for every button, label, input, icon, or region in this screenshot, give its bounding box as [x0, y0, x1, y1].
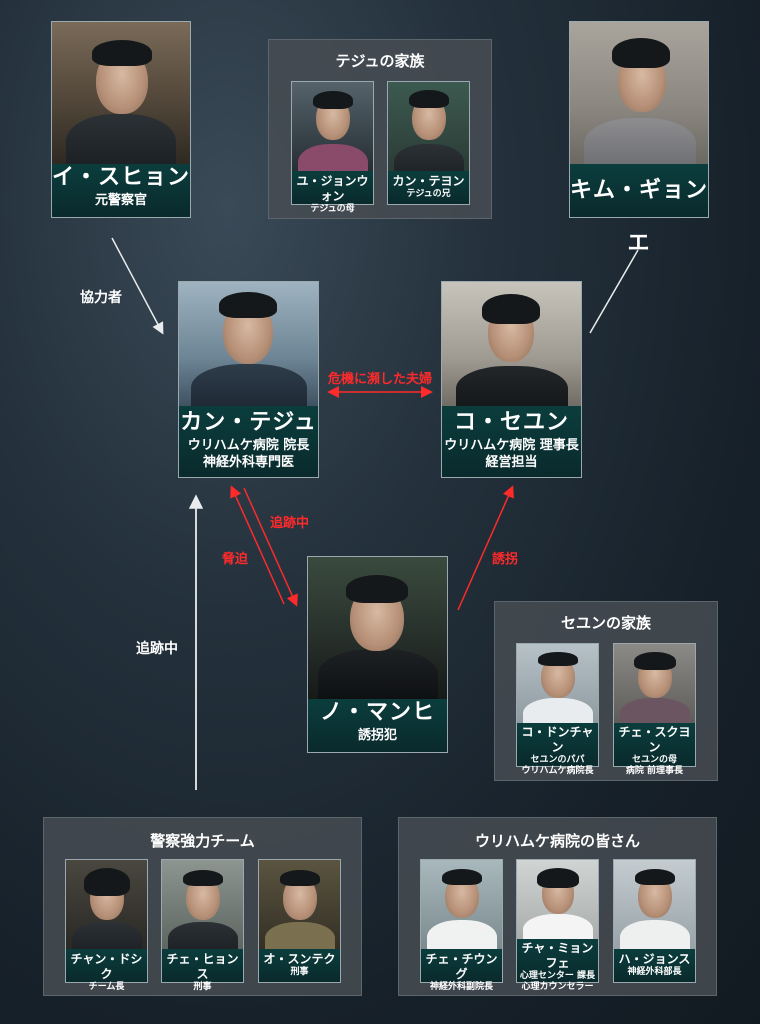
character-role-1: 心理センター 課長 [517, 971, 598, 982]
character-role-1: セユンのパパ [517, 755, 598, 766]
card-kang-teju: カン・テジュ ウリハムケ病院 院長 神経外科専門医 [178, 281, 319, 478]
portrait [308, 557, 447, 699]
card-jang-dosik: チャン・ドシク チーム長 [65, 859, 148, 983]
group-teju-family: テジュの家族 ユ・ジョンウォン テジュの母 カン・テヨン テジュの兄 [268, 39, 492, 219]
card-ha-jeongsu: ハ・ジョンス 神経外科部長 [613, 859, 696, 983]
character-role-2: 病院 前理事長 [614, 766, 695, 777]
character-role-1: ウリハムケ病院 理事長 [442, 437, 581, 454]
character-role: テジュの母 [292, 204, 373, 215]
group-title: ウリハムケ病院の皆さん [399, 830, 716, 851]
group-title: セユンの家族 [495, 612, 717, 633]
portrait [259, 860, 340, 950]
character-role: 元警察官 [52, 192, 190, 209]
group-police: 警察強力チーム チャン・ドシク チーム長 チェ・ヒョンス 刑事 オ・スンテ [43, 817, 362, 996]
group-title: テジュの家族 [269, 50, 491, 71]
character-role-2: ウリハムケ病院長 [517, 766, 598, 777]
character-name: チェ・スクヨン [614, 725, 695, 755]
group-title: 警察強力チーム [44, 830, 361, 851]
character-name: カン・テジュ [179, 409, 318, 437]
card-kang-teyon: カン・テヨン テジュの兄 [387, 81, 470, 205]
label-cooperator: 協力者 [80, 287, 122, 307]
nameplate: イ・スヒョン 元警察官 [52, 164, 190, 217]
portrait [162, 860, 243, 950]
character-name: チェ・ヒョンス [162, 952, 243, 982]
character-role: チーム長 [66, 982, 147, 993]
group-hospital: ウリハムケ病院の皆さん チェ・チウング 神経外科副院長 チャ・ミョンフェ 心理セ… [398, 817, 717, 996]
nameplate: チェ・チウング 神経外科副院長 [421, 949, 502, 982]
arrow-chasing-teju [244, 488, 296, 604]
character-name: チャ・ミョンフェ [517, 941, 598, 971]
portrait [388, 82, 469, 172]
portrait [292, 82, 373, 172]
nameplate: キム・ギョンエ [570, 164, 708, 217]
nameplate: チェ・ヒョンス 刑事 [162, 949, 243, 982]
card-yu-jeongwon: ユ・ジョンウォン テジュの母 [291, 81, 374, 205]
character-name: カン・テヨン [388, 174, 469, 189]
portrait [517, 644, 598, 724]
character-role-2: 神経外科専門医 [179, 454, 318, 471]
card-choe-hyeonsu: チェ・ヒョンス 刑事 [161, 859, 244, 983]
portrait [442, 282, 581, 408]
card-choe-chiung: チェ・チウング 神経外科副院長 [420, 859, 503, 983]
label-threat: 脅迫 [222, 548, 248, 567]
character-name: コ・ドンチャン [517, 725, 598, 755]
nameplate: カン・テヨン テジュの兄 [388, 171, 469, 204]
character-role: テジュの兄 [388, 189, 469, 200]
group-seyun-family: セユンの家族 コ・ドンチャン セユンのパパ ウリハムケ病院長 チェ・スクヨン セ… [494, 601, 718, 781]
character-role: 誘拐犯 [308, 727, 447, 744]
character-name: コ・セユン [442, 409, 581, 437]
card-no-manhi: ノ・マンヒ 誘拐犯 [307, 556, 448, 753]
card-o-suntaek: オ・スンテク 刑事 [258, 859, 341, 983]
label-couple: 危機に瀕した夫婦 [328, 368, 432, 387]
character-name: ユ・ジョンウォン [292, 174, 373, 204]
nameplate: コ・セユン ウリハムケ病院 理事長 経営担当 [442, 406, 581, 477]
arrow-cooperator [112, 238, 162, 332]
nameplate: コ・ドンチャン セユンのパパ ウリハムケ病院長 [517, 723, 598, 766]
card-cha-myeonghwe: チャ・ミョンフェ 心理センター 課長 心理カウンセラー [516, 859, 599, 983]
card-kim-gyeonge: キム・ギョンエ [569, 21, 709, 218]
nameplate: チェ・スクヨン セユンの母 病院 前理事長 [614, 723, 695, 766]
character-role-2: 経営担当 [442, 454, 581, 471]
label-kidnap: 誘拐 [492, 548, 518, 567]
character-role-1: ウリハムケ病院 院長 [179, 437, 318, 454]
portrait [614, 860, 695, 950]
character-role-1: 神経外科部長 [614, 967, 695, 978]
character-name: チャン・ドシク [66, 952, 147, 982]
arrow-threat [232, 488, 284, 604]
character-name: キム・ギョンエ [570, 164, 708, 270]
character-name: ハ・ジョンス [614, 952, 695, 967]
label-police-chasing: 追跡中 [136, 638, 178, 658]
character-role-2: 心理カウンセラー [517, 982, 598, 993]
character-name: イ・スヒョン [52, 164, 190, 192]
nameplate: ハ・ジョンス 神経外科部長 [614, 949, 695, 982]
portrait [517, 860, 598, 940]
portrait [52, 22, 190, 164]
nameplate: ノ・マンヒ 誘拐犯 [308, 699, 447, 752]
nameplate: チャン・ドシク チーム長 [66, 949, 147, 982]
nameplate: カン・テジュ ウリハムケ病院 院長 神経外科専門医 [179, 406, 318, 477]
portrait [570, 22, 708, 164]
card-ko-dongchan: コ・ドンチャン セユンのパパ ウリハムケ病院長 [516, 643, 599, 767]
card-ko-seyun: コ・セユン ウリハムケ病院 理事長 経営担当 [441, 281, 582, 478]
character-role-1: 神経外科副院長 [421, 982, 502, 993]
nameplate: オ・スンテク 刑事 [259, 949, 340, 982]
portrait [66, 860, 147, 950]
portrait [179, 282, 318, 408]
character-name: オ・スンテク [259, 952, 340, 967]
label-chasing: 追跡中 [270, 512, 309, 531]
portrait [421, 860, 502, 950]
portrait [614, 644, 695, 724]
nameplate: チャ・ミョンフェ 心理センター 課長 心理カウンセラー [517, 939, 598, 982]
character-name: チェ・チウング [421, 952, 502, 982]
character-name: ノ・マンヒ [308, 699, 447, 727]
card-lee-suhyeon: イ・スヒョン 元警察官 [51, 21, 191, 218]
character-role-1: セユンの母 [614, 755, 695, 766]
nameplate: ユ・ジョンウォン テジュの母 [292, 171, 373, 204]
character-role: 刑事 [162, 982, 243, 993]
card-choe-sukyeon: チェ・スクヨン セユンの母 病院 前理事長 [613, 643, 696, 767]
character-role: 刑事 [259, 967, 340, 978]
